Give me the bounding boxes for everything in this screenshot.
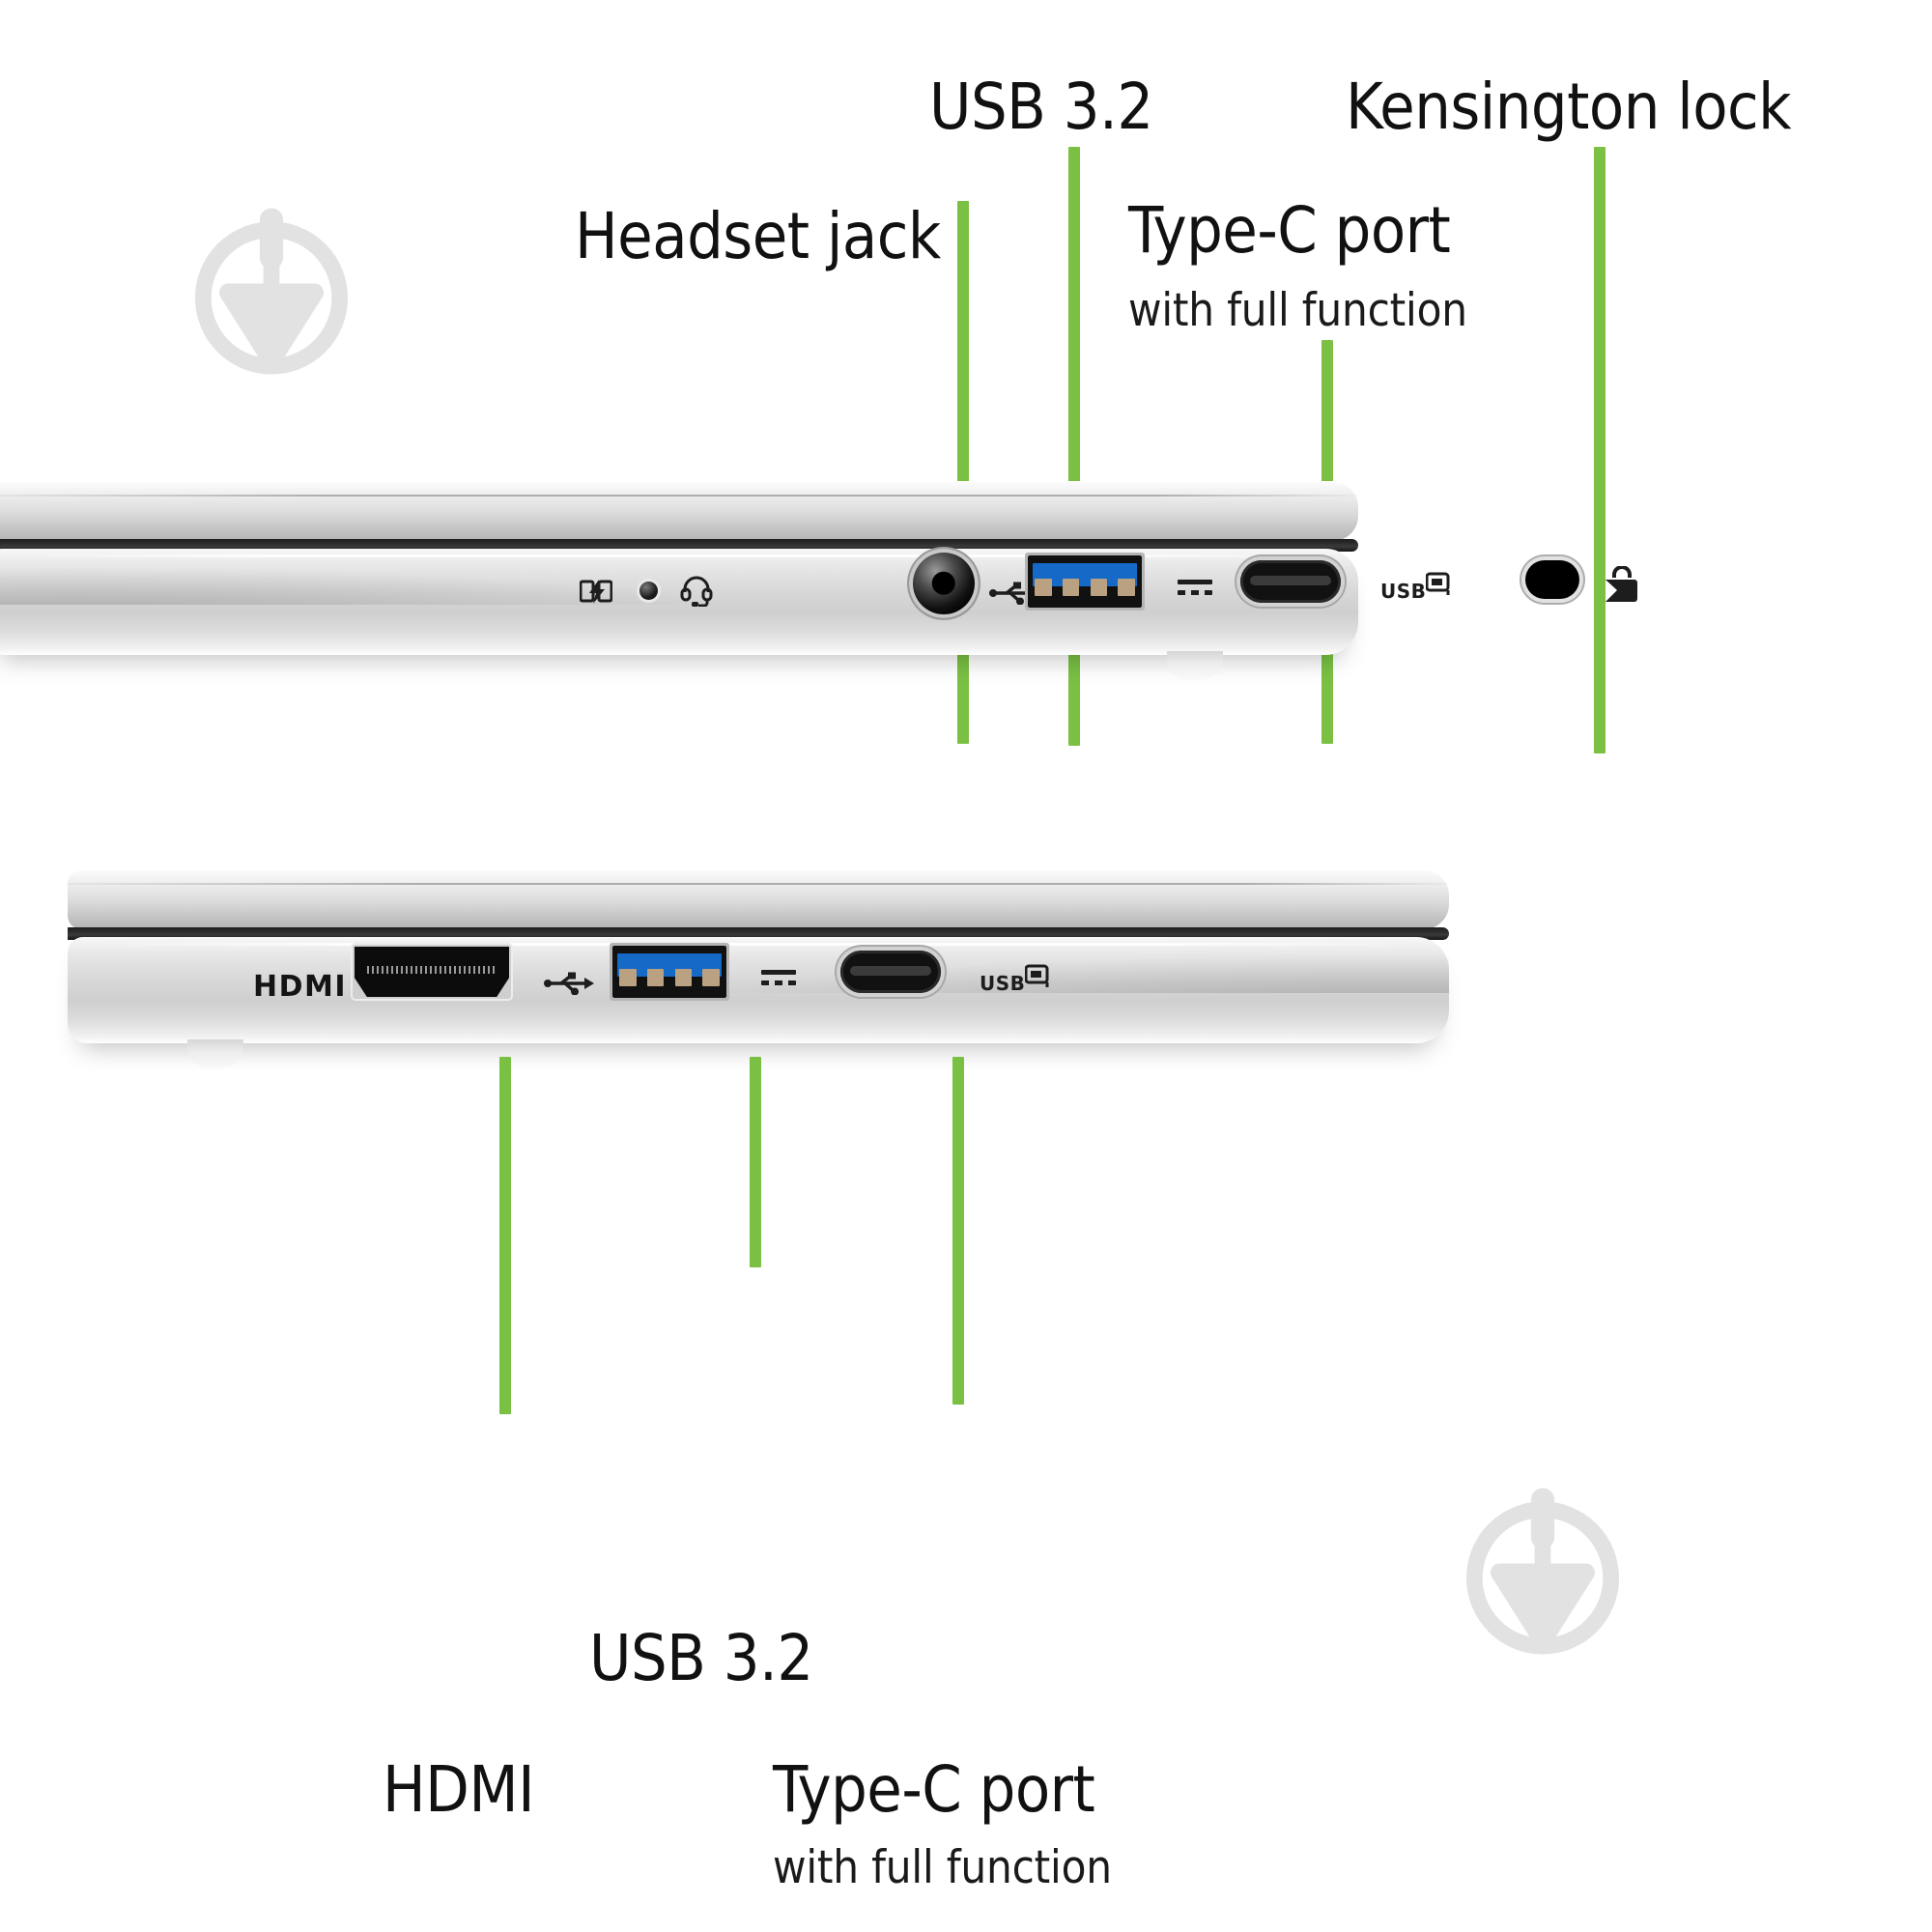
dc-in-icon xyxy=(1178,580,1212,595)
headset-jack-port[interactable] xyxy=(909,549,979,618)
leader-line-kensington-lock xyxy=(1594,147,1605,753)
usb-a-port-bottom[interactable] xyxy=(610,943,729,1001)
laptop-hinge-gap xyxy=(0,539,1358,552)
trowel-watermark-icon xyxy=(182,201,361,381)
usb-c-port-bottom[interactable] xyxy=(840,951,941,993)
rubber-foot xyxy=(187,1039,243,1068)
rubber-foot xyxy=(1167,651,1223,680)
laptop-right-side-view: USB xyxy=(0,481,1637,680)
usb-c-display-icon xyxy=(1426,572,1455,597)
led-dot-icon xyxy=(639,582,658,600)
hdmi-port[interactable] xyxy=(351,943,513,1001)
base-contour-shading xyxy=(0,560,838,605)
laptop-left-side-view: HDMI xyxy=(68,869,1449,1072)
callout-sublabel-type-c-port-top: with full function xyxy=(1128,284,1467,337)
usb-c-display-icon xyxy=(1025,964,1054,989)
dc-in-icon xyxy=(761,970,796,985)
callout-label-usb-32-bottom: USB 3.2 xyxy=(589,1621,813,1695)
callout-label-usb-32-top: USB 3.2 xyxy=(929,70,1153,144)
laptop-lid xyxy=(68,869,1449,929)
leader-line-type-c-bottom xyxy=(952,1057,964,1405)
callout-sublabel-type-c-port-bottom: with full function xyxy=(773,1841,1112,1894)
kensington-lock-icon xyxy=(1602,566,1638,605)
usb-a-port-top[interactable] xyxy=(1025,553,1145,611)
hdmi-marking: HDMI xyxy=(253,970,348,1004)
callout-label-headset-jack: Headset jack xyxy=(575,199,941,273)
laptop-lid xyxy=(0,481,1358,541)
leader-line-usb-32-bottom xyxy=(750,1057,761,1267)
battery-charging-icon xyxy=(580,578,612,605)
usb-c-marking-bottom: USB xyxy=(980,972,1026,995)
callout-label-type-c-port-bottom: Type-C port xyxy=(773,1752,1095,1827)
kensington-lock-slot[interactable] xyxy=(1525,560,1579,599)
laptop-hinge-gap xyxy=(68,927,1449,940)
laptop-base xyxy=(68,937,1449,1043)
callout-label-kensington-lock: Kensington lock xyxy=(1346,70,1792,144)
headset-icon xyxy=(680,574,713,607)
usb-trident-icon xyxy=(544,972,594,995)
trowel-watermark-icon xyxy=(1453,1481,1633,1661)
callout-label-type-c-port-top: Type-C port xyxy=(1128,193,1451,268)
usb-c-marking-top: USB xyxy=(1380,580,1427,603)
leader-line-hdmi xyxy=(499,1057,511,1414)
callout-label-hdmi: HDMI xyxy=(383,1752,535,1827)
base-contour-shading xyxy=(592,949,1449,993)
usb-c-port-top[interactable] xyxy=(1240,560,1341,603)
